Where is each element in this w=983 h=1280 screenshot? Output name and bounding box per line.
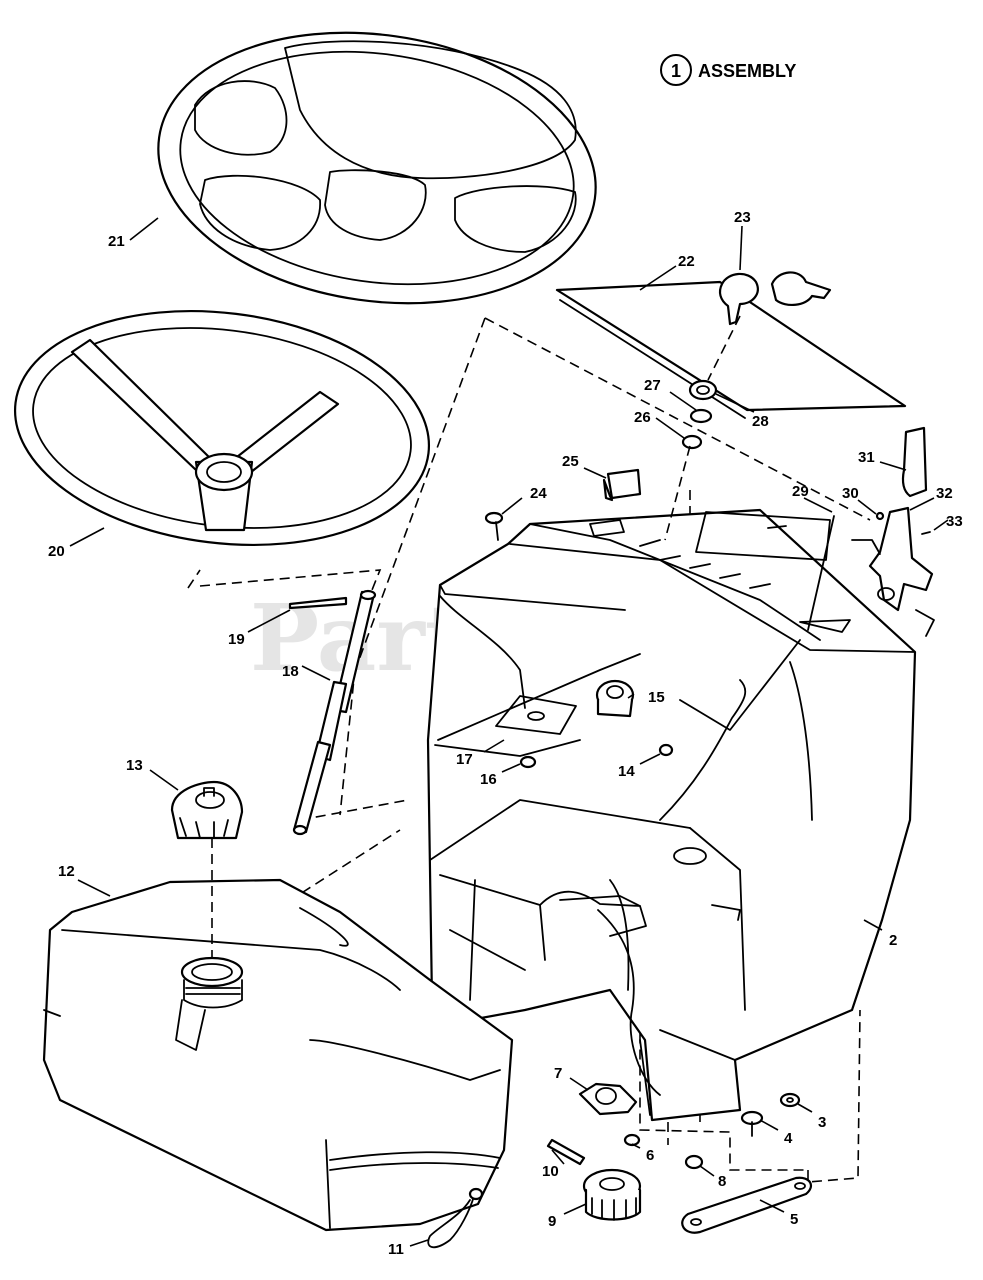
part-nut-14[interactable] bbox=[658, 743, 674, 757]
part-ignition-keys[interactable] bbox=[718, 271, 832, 326]
part-fuel-cap[interactable] bbox=[170, 780, 244, 840]
callout-10: 10 bbox=[542, 1163, 559, 1180]
callout-33: 33 bbox=[946, 513, 963, 530]
part-nut-8[interactable] bbox=[684, 1154, 704, 1170]
callout-24: 24 bbox=[530, 485, 547, 502]
callout-23: 23 bbox=[734, 209, 751, 226]
callout-18: 18 bbox=[282, 663, 299, 680]
callout-labels: 2 3 4 5 6 7 8 9 10 11 12 13 14 15 16 17 … bbox=[48, 209, 963, 1258]
part-panel-plate[interactable] bbox=[555, 280, 907, 419]
callout-12: 12 bbox=[58, 863, 75, 880]
part-nut-16[interactable] bbox=[519, 755, 537, 769]
callout-27: 27 bbox=[644, 377, 661, 394]
callout-13: 13 bbox=[126, 757, 143, 774]
part-vent-line[interactable] bbox=[427, 1187, 484, 1249]
callout-14: 14 bbox=[618, 763, 635, 780]
callout-21: 21 bbox=[108, 233, 125, 250]
callout-15: 15 bbox=[648, 689, 665, 706]
part-dash-tower[interactable] bbox=[426, 508, 917, 1122]
part-switch[interactable] bbox=[602, 468, 642, 502]
callout-17: 17 bbox=[456, 751, 473, 768]
callout-16: 16 bbox=[480, 771, 497, 788]
callout-20: 20 bbox=[48, 543, 65, 560]
callout-3: 3 bbox=[818, 1114, 826, 1131]
callout-26: 26 bbox=[634, 409, 651, 426]
callout-30: 30 bbox=[842, 485, 859, 502]
part-key-switch-bezel[interactable] bbox=[681, 379, 718, 450]
part-strap[interactable] bbox=[681, 1176, 813, 1234]
assembly-title: 1 ASSEMBLY bbox=[660, 54, 796, 86]
assembly-number: 1 bbox=[671, 61, 681, 81]
callout-22: 22 bbox=[678, 253, 695, 270]
part-roll-pin[interactable] bbox=[288, 596, 348, 610]
part-fuel-tank[interactable] bbox=[42, 838, 514, 1232]
callout-25: 25 bbox=[562, 453, 579, 470]
assembly-number-circle bbox=[660, 54, 692, 86]
part-steering-wheel-upper[interactable] bbox=[141, 6, 614, 331]
callout-2: 2 bbox=[889, 932, 897, 949]
part-pin-10[interactable] bbox=[546, 1138, 586, 1166]
part-control-rod[interactable] bbox=[799, 515, 851, 633]
callout-8: 8 bbox=[718, 1173, 726, 1190]
callout-7: 7 bbox=[554, 1065, 562, 1082]
part-steering-shaft[interactable] bbox=[292, 589, 377, 836]
part-bolt-4[interactable] bbox=[740, 1110, 764, 1137]
part-nut-6[interactable] bbox=[623, 1133, 641, 1147]
part-steering-wheel-lower[interactable] bbox=[2, 289, 443, 568]
callout-31: 31 bbox=[858, 449, 875, 466]
callout-5: 5 bbox=[790, 1211, 798, 1228]
callout-4: 4 bbox=[784, 1130, 793, 1147]
callout-6: 6 bbox=[646, 1147, 654, 1164]
part-solenoid[interactable] bbox=[578, 1082, 638, 1116]
part-screw-24[interactable] bbox=[484, 511, 504, 541]
callout-32: 32 bbox=[936, 485, 953, 502]
leader-lines bbox=[69, 217, 949, 1247]
callout-9: 9 bbox=[548, 1213, 556, 1230]
callout-29: 29 bbox=[792, 483, 809, 500]
part-ignition-switch[interactable] bbox=[595, 679, 635, 718]
part-starter-gear[interactable] bbox=[582, 1168, 642, 1221]
assembly-label: ASSEMBLY bbox=[698, 61, 796, 81]
callout-11: 11 bbox=[388, 1241, 404, 1258]
part-washer-3[interactable] bbox=[779, 1092, 801, 1108]
part-wire-harness bbox=[597, 679, 747, 1096]
callout-19: 19 bbox=[228, 631, 245, 648]
callout-28: 28 bbox=[752, 413, 769, 430]
part-throttle-lever[interactable] bbox=[851, 426, 935, 637]
